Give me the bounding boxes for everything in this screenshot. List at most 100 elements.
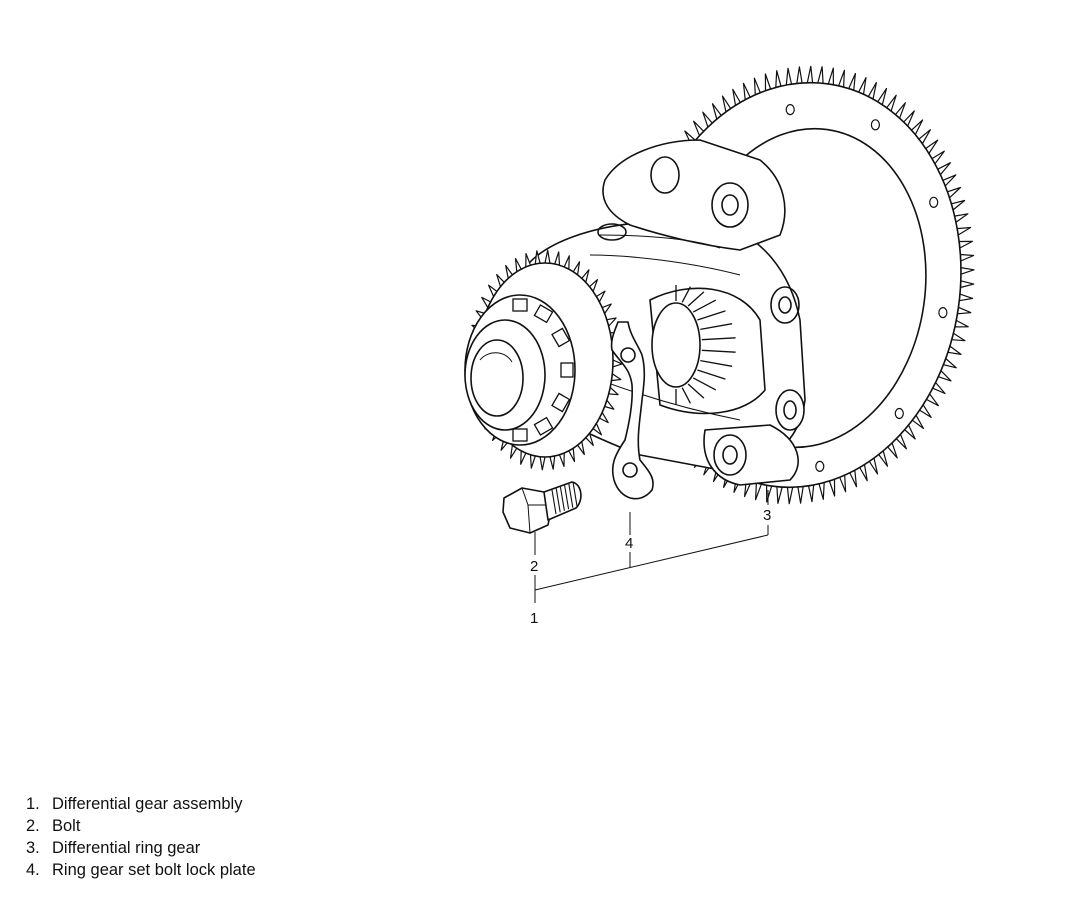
legend-label: Differential gear assembly: [52, 795, 243, 813]
bevel-gear-tooth: [697, 369, 726, 380]
legend-label: Bolt: [52, 817, 81, 835]
ring-gear-bolt-hole: [938, 307, 948, 319]
bearing-roller: [533, 304, 554, 324]
ring-gear-tooth: [956, 226, 972, 236]
left-gear-and-bearing: [464, 249, 623, 471]
legend-item: 2. Bolt: [26, 815, 256, 837]
bevel-gear-tooth: [687, 291, 705, 307]
bevel-gear-tooth: [681, 286, 691, 303]
parts-legend: 1. Differential gear assembly 2. Bolt 3.…: [26, 793, 256, 881]
side-bevel-gear: [651, 285, 736, 405]
legend-number: 1.: [26, 795, 40, 813]
ring-gear-tooth: [807, 484, 815, 503]
bearing-roller: [551, 327, 571, 348]
bearing-bore-shade: [479, 352, 513, 363]
bevel-gear-tooth: [687, 383, 705, 399]
ring-gear-tooth: [776, 486, 783, 504]
case-window: [649, 287, 766, 415]
left-lug-boss: [650, 156, 680, 194]
case-cast-lines: [589, 234, 741, 421]
ring-gear-tooth: [837, 69, 846, 88]
leader-bracket-top: [534, 534, 769, 591]
bolt-thread: [555, 488, 561, 513]
ring-gear-bolt-hole: [785, 103, 795, 116]
bevel-gear-tooth: [700, 359, 733, 367]
legend-item: 4. Ring gear set bolt lock plate: [26, 859, 256, 881]
ring-gear-bolt-hole: [894, 407, 904, 420]
left-gear-tooth: [549, 455, 556, 470]
legend-number: 4.: [26, 861, 40, 879]
bolt: [502, 481, 582, 534]
ring-gear-tooth: [958, 240, 974, 249]
callout-3: 3: [763, 507, 771, 524]
bolt-thread: [559, 486, 565, 511]
ring-gear-bolt-hole: [929, 196, 939, 208]
left-gear-tooth: [529, 454, 536, 469]
lock-plate: [610, 321, 654, 500]
right-bolt-boss: [775, 389, 805, 431]
ring-gear-tooth: [765, 484, 773, 503]
ring-gear-tooth: [959, 253, 975, 262]
lower-bolt-hole: [722, 445, 738, 465]
legend-item: 3. Differential ring gear: [26, 837, 256, 859]
case-oil-hole: [597, 223, 627, 241]
left-gear-tooth: [539, 456, 546, 471]
bevel-gear-tooth: [692, 377, 717, 391]
lock-plate-outline: [610, 321, 654, 500]
ring-gear-tooth: [960, 267, 975, 275]
ring-gear-tooth: [806, 65, 814, 84]
ring-gear-tooth: [827, 67, 835, 86]
callout-1: 1: [530, 610, 538, 627]
ring-gear-bolt-hole: [815, 460, 825, 472]
bolt-head: [502, 487, 553, 534]
bearing-roller: [551, 392, 571, 413]
lower-bolt-boss: [713, 434, 747, 476]
ring-gear-tooth: [817, 66, 824, 85]
lock-plate-lower-hole: [622, 462, 638, 478]
bearing-rollers: [512, 298, 574, 442]
legend-label: Ring gear set bolt lock plate: [52, 861, 256, 879]
window-cross-shaft-hole: [778, 296, 792, 314]
right-bolt-hole: [783, 400, 797, 420]
legend-item: 1. Differential gear assembly: [26, 793, 256, 815]
bolt-thread: [564, 485, 570, 510]
ring-gear-tooth: [754, 482, 763, 501]
ring-gear-tooth: [785, 67, 793, 86]
ring-gear-tooth: [956, 306, 972, 315]
upper-bolt-hole: [721, 194, 739, 216]
bearing-roller: [512, 298, 528, 312]
bevel-gear-tooth: [697, 310, 726, 321]
ring-gear-tooth: [796, 66, 803, 85]
ring-gear-bolt-holes: [785, 103, 948, 472]
ring-gear-tooth: [953, 213, 969, 223]
ring-gear-tooth: [958, 293, 974, 302]
bevel-gear-tooth: [701, 337, 736, 341]
bearing-roller: [560, 362, 574, 378]
bearing-bore: [470, 339, 524, 417]
bevel-gear-teeth: [675, 285, 736, 405]
bevel-gear-tooth: [700, 323, 733, 331]
ring-gear-bolt-hole: [870, 119, 881, 131]
bolt-threads: [551, 481, 578, 515]
leader-lines: [534, 490, 769, 603]
ring-gear-tooth: [959, 280, 975, 289]
upper-bolt-boss: [711, 182, 749, 228]
bearing-roller: [533, 416, 554, 436]
bolt-thread: [551, 489, 557, 515]
bearing-roller: [512, 428, 528, 442]
lock-plate-upper-hole: [620, 347, 636, 363]
bevel-gear-tooth: [681, 387, 691, 404]
bolt-thread: [572, 481, 578, 507]
ring-gear-tooth: [797, 485, 804, 504]
bevel-gear-tooth: [692, 299, 717, 313]
legend-number: 3.: [26, 839, 40, 857]
bevel-gear-tooth: [701, 349, 736, 353]
ring-gear-tooth: [818, 481, 825, 500]
window-cross-shaft: [770, 286, 800, 324]
legend-label: Differential ring gear: [52, 839, 201, 857]
ring-gear-tooth: [786, 486, 794, 505]
ring-gear-tooth: [954, 319, 969, 328]
ring-gear-tooth: [828, 478, 836, 497]
ring-gear-tooth: [764, 73, 772, 92]
callout-2: 2: [530, 558, 538, 575]
